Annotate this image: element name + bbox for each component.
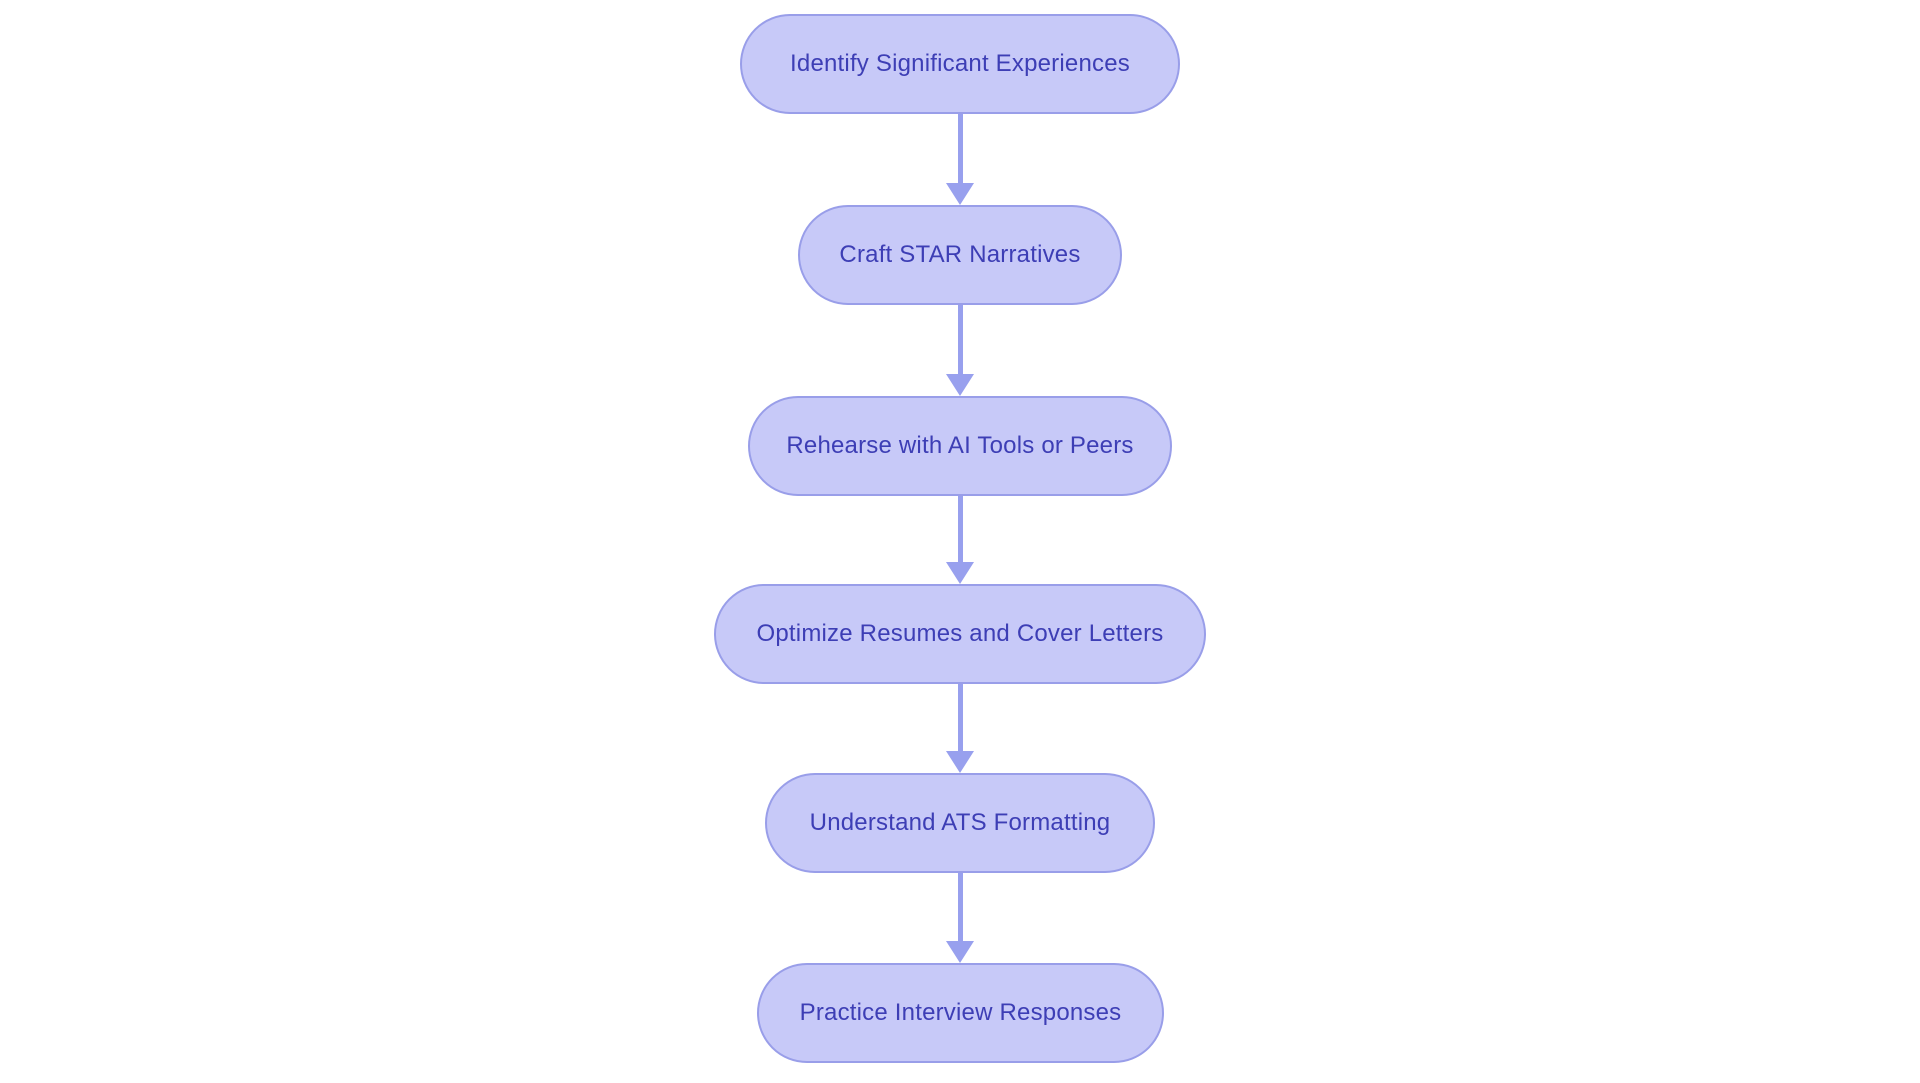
arrow-line bbox=[957, 873, 963, 942]
flow-arrow-3 bbox=[946, 496, 974, 584]
flow-arrow-5 bbox=[946, 873, 974, 963]
arrow-line bbox=[957, 305, 963, 375]
arrow-line bbox=[957, 496, 963, 563]
flow-node-practice-interview: Practice Interview Responses bbox=[757, 963, 1164, 1063]
flow-node-label: Identify Significant Experiences bbox=[790, 50, 1130, 77]
flow-arrow-2 bbox=[946, 305, 974, 396]
arrow-head bbox=[946, 562, 974, 584]
arrow-line bbox=[957, 684, 963, 752]
arrow-line bbox=[957, 114, 963, 184]
arrow-head bbox=[946, 751, 974, 773]
flow-node-label: Practice Interview Responses bbox=[799, 999, 1122, 1026]
flow-node-identify-experiences: Identify Significant Experiences bbox=[740, 14, 1180, 114]
flow-node-label: Understand ATS Formatting bbox=[809, 809, 1111, 836]
arrow-head bbox=[946, 941, 974, 963]
flow-node-craft-star-narratives: Craft STAR Narratives bbox=[798, 205, 1122, 305]
flow-arrow-1 bbox=[946, 114, 974, 205]
arrow-head bbox=[946, 374, 974, 396]
flow-node-understand-ats: Understand ATS Formatting bbox=[765, 773, 1155, 873]
flow-arrow-4 bbox=[946, 684, 974, 773]
flow-node-label: Rehearse with AI Tools or Peers bbox=[786, 432, 1134, 459]
arrow-head bbox=[946, 183, 974, 205]
flow-node-label: Craft STAR Narratives bbox=[839, 241, 1081, 268]
flow-node-label: Optimize Resumes and Cover Letters bbox=[756, 620, 1164, 647]
flow-node-optimize-resumes: Optimize Resumes and Cover Letters bbox=[714, 584, 1206, 684]
flow-node-rehearse-ai-tools: Rehearse with AI Tools or Peers bbox=[748, 396, 1172, 496]
